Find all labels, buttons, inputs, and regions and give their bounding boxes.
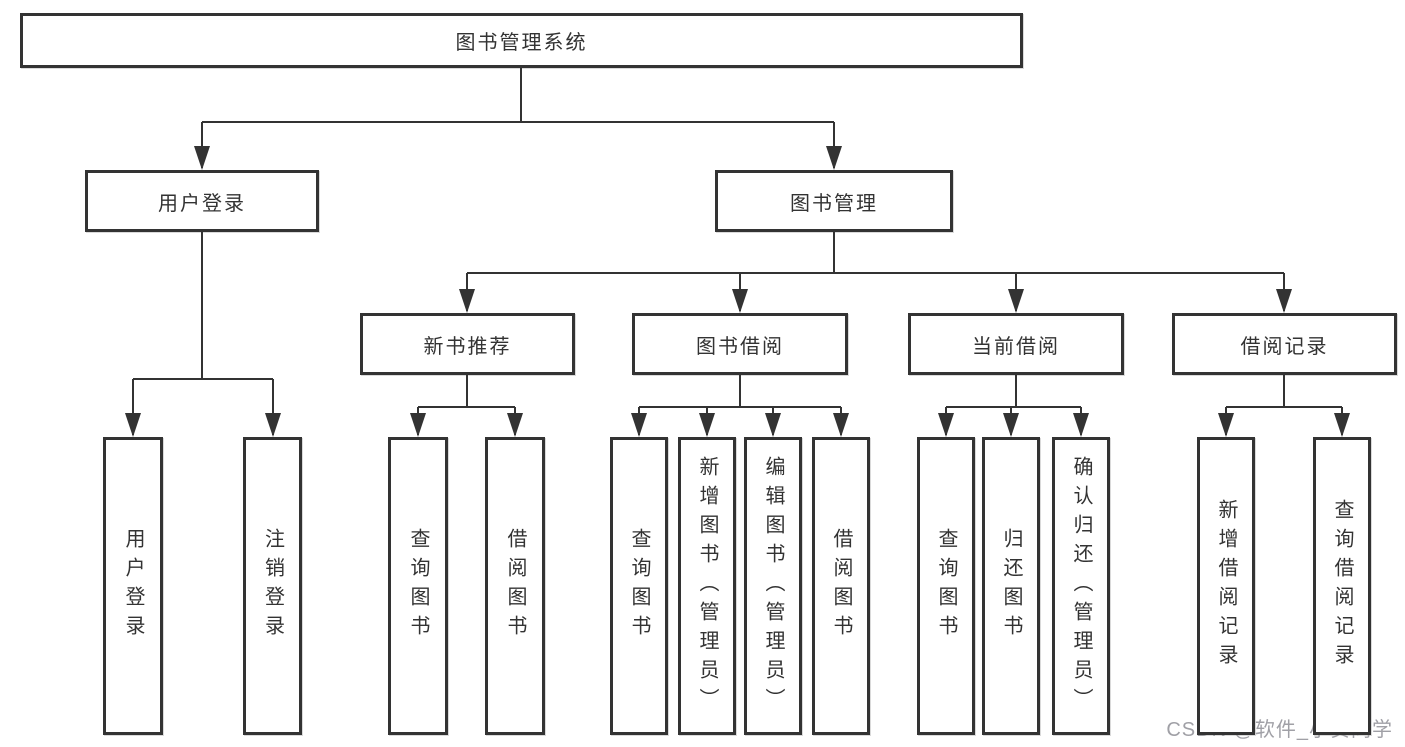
node-new-book-recommend: 新书推荐 xyxy=(360,313,575,375)
node-leaf-query-borrow-record: 查询借阅记录 xyxy=(1313,437,1371,735)
arrowhead-icon xyxy=(765,413,781,437)
arrowhead-icon xyxy=(833,413,849,437)
node-book-borrowing: 图书借阅 xyxy=(632,313,848,375)
arrowhead-icon xyxy=(732,289,748,313)
node-leaf-borrow-books-recommend: 借阅图书 xyxy=(485,437,545,735)
connector-line xyxy=(1283,375,1285,407)
connector-line xyxy=(1015,375,1017,407)
connector-line xyxy=(202,121,834,123)
arrowhead-icon xyxy=(631,413,647,437)
connector-line xyxy=(639,406,841,408)
connector-line xyxy=(520,68,522,122)
arrowhead-icon xyxy=(699,413,715,437)
connector-line xyxy=(201,122,203,168)
node-leaf-query-books-recommend: 查询图书 xyxy=(388,437,448,735)
node-leaf-user-login: 用户登录 xyxy=(103,437,163,735)
node-leaf-logout: 注销登录 xyxy=(243,437,302,735)
arrowhead-icon xyxy=(1008,289,1024,313)
arrowhead-icon xyxy=(410,413,426,437)
node-leaf-return-book: 归还图书 xyxy=(982,437,1040,735)
connector-line xyxy=(833,122,835,168)
arrowhead-icon xyxy=(1334,413,1350,437)
arrowhead-icon xyxy=(125,413,141,437)
node-leaf-borrow-books-borrowing: 借阅图书 xyxy=(812,437,870,735)
arrowhead-icon xyxy=(507,413,523,437)
node-book-management-module: 图书管理 xyxy=(715,170,953,232)
arrowhead-icon xyxy=(1003,413,1019,437)
node-leaf-query-books-borrowing: 查询图书 xyxy=(610,437,668,735)
node-leaf-add-borrow-record: 新增借阅记录 xyxy=(1197,437,1255,735)
node-leaf-add-book-admin: 新增图书（管理员） xyxy=(678,437,736,735)
connector-line xyxy=(132,379,134,435)
node-leaf-confirm-return-admin: 确认归还（管理员） xyxy=(1052,437,1110,735)
connector-line xyxy=(833,232,835,273)
connector-line xyxy=(272,379,274,435)
arrowhead-icon xyxy=(826,146,842,170)
connector-line xyxy=(1226,406,1342,408)
node-leaf-query-books-current: 查询图书 xyxy=(917,437,975,735)
connector-line xyxy=(418,406,515,408)
arrowhead-icon xyxy=(459,289,475,313)
arrowhead-icon xyxy=(194,146,210,170)
connector-line xyxy=(201,232,203,379)
node-current-borrowing: 当前借阅 xyxy=(908,313,1124,375)
connector-line xyxy=(739,375,741,407)
connector-line xyxy=(467,272,1284,274)
arrowhead-icon xyxy=(1218,413,1234,437)
arrowhead-icon xyxy=(265,413,281,437)
node-root: 图书管理系统 xyxy=(20,13,1023,68)
node-borrowing-records: 借阅记录 xyxy=(1172,313,1397,375)
connector-line xyxy=(133,378,273,380)
node-user-login-module: 用户登录 xyxy=(85,170,319,232)
connector-line xyxy=(946,406,1081,408)
arrowhead-icon xyxy=(938,413,954,437)
node-leaf-edit-book-admin: 编辑图书（管理员） xyxy=(744,437,802,735)
arrowhead-icon xyxy=(1276,289,1292,313)
arrowhead-icon xyxy=(1073,413,1089,437)
connector-line xyxy=(466,375,468,407)
